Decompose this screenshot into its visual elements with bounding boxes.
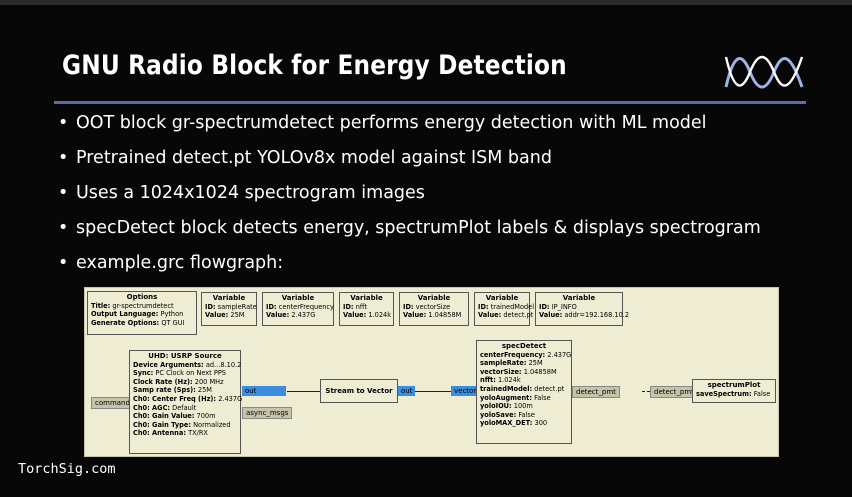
- usrp-source-block[interactable]: UHD: USRP Source Device Arguments: ad...…: [129, 350, 242, 454]
- flowgraph-canvas: Options Title: gr-spectrumdetect Output …: [84, 287, 779, 457]
- variable-block-centerfrequency[interactable]: Variable ID: centerFrequency Value: 2.43…: [262, 292, 334, 326]
- bullet-text: Uses a 1024x1024 spectrogram images: [76, 183, 425, 203]
- bullet-item: •Pretrained detect.pt YOLOv8x model agai…: [58, 148, 552, 168]
- wire-stv-to-specdetect: [405, 391, 453, 392]
- specdetect-vector-port[interactable]: vector: [451, 386, 480, 396]
- bullet-item: •specDetect block detects energy, spectr…: [58, 218, 761, 238]
- sine-wave-logo-icon: [724, 55, 804, 89]
- footer-site-label: TorchSig.com: [18, 461, 116, 477]
- bullet-item: •OOT block gr-spectrumdetect performs en…: [58, 113, 707, 133]
- wire-usrp-to-stv: [287, 391, 323, 392]
- usrp-async-msgs-port[interactable]: async_msgs: [242, 407, 293, 419]
- specdetect-detect-pmt-port[interactable]: detect_pmt: [572, 386, 620, 398]
- spectrumplot-detect-pmt-port[interactable]: detect_pmt: [650, 386, 698, 398]
- block-title: Options: [126, 293, 158, 301]
- usrp-command-port[interactable]: command: [91, 397, 134, 409]
- title-underline: [54, 101, 806, 104]
- variable-block-ip-info[interactable]: Variable ID: IP_INFO Value: addr=192.168…: [535, 292, 629, 326]
- usrp-out-port[interactable]: out: [242, 386, 286, 396]
- block-title: UHD: USRP Source: [148, 352, 222, 360]
- slide-title: GNU Radio Block for Energy Detection: [62, 50, 567, 81]
- variable-block-samplerate[interactable]: Variable ID: sampleRate Value: 25M: [201, 292, 257, 326]
- variable-block-nfft[interactable]: Variable ID: nfft Value: 1.024k: [339, 292, 394, 326]
- bullet-text: example.grc flowgraph:: [76, 253, 284, 273]
- stv-out-port[interactable]: out: [398, 386, 416, 396]
- bullet-list: •OOT block gr-spectrumdetect performs en…: [58, 110, 761, 285]
- bullet-item: •Uses a 1024x1024 spectrogram images: [58, 183, 425, 203]
- options-block[interactable]: Options Title: gr-spectrumdetect Output …: [87, 291, 197, 335]
- bullet-item: •example.grc flowgraph:: [58, 253, 284, 273]
- bullet-text: Pretrained detect.pt YOLOv8x model again…: [76, 148, 552, 168]
- stream-to-vector-block[interactable]: Stream to Vector: [320, 379, 398, 403]
- bullet-text: specDetect block detects energy, spectru…: [76, 218, 761, 238]
- variable-block-vectorsize[interactable]: Variable ID: vectorSize Value: 1.04858M: [399, 292, 469, 326]
- top-edge-bar: [0, 0, 852, 5]
- bullet-text: OOT block gr-spectrumdetect performs ene…: [76, 113, 707, 133]
- block-title: specDetect: [501, 342, 547, 350]
- specdetect-block[interactable]: specDetect centerFrequency: 2.437G sampl…: [476, 340, 572, 444]
- variable-block-trainedmodel[interactable]: Variable ID: trainedModel Value: detect.…: [474, 292, 534, 326]
- spectrumplot-block[interactable]: spectrumPlot saveSpectrum: False: [692, 379, 776, 403]
